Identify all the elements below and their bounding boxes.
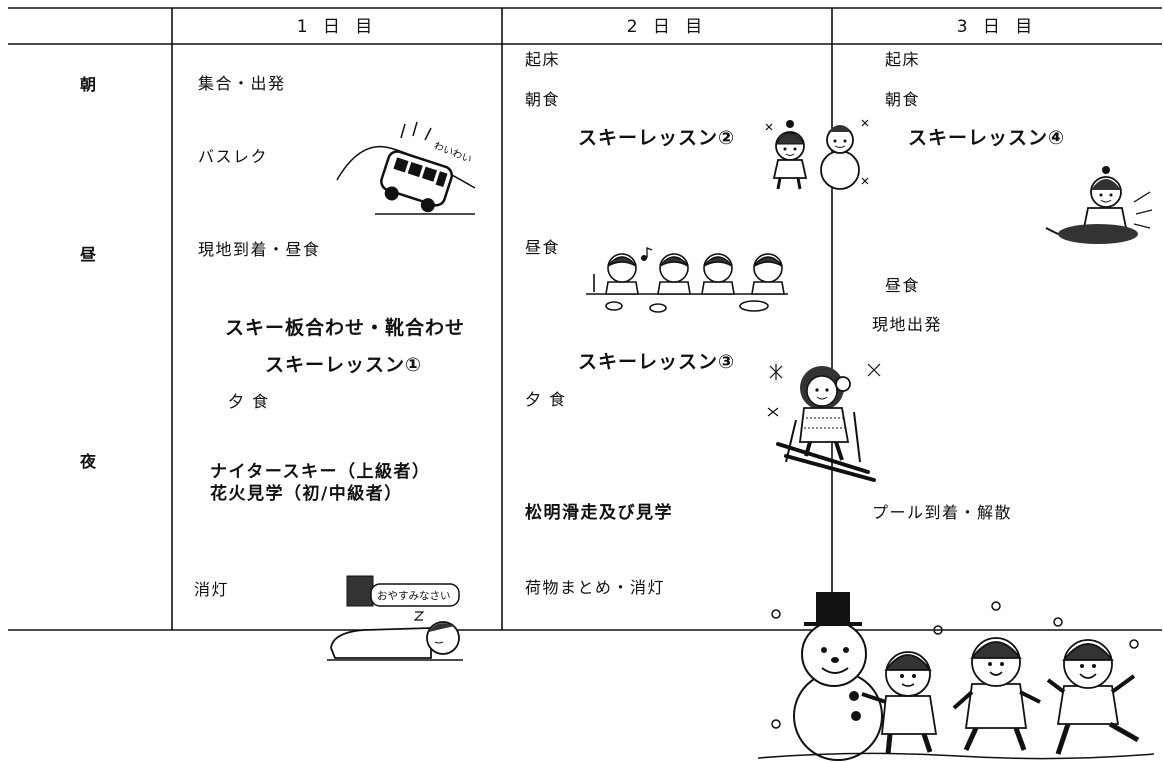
day1-night-ski: ナイタースキー（上級者） (210, 462, 431, 482)
day3-lunch: 昼食 (885, 276, 921, 295)
header-day-1: 1 日 目 (296, 17, 378, 37)
period-night: 夜 (80, 452, 97, 471)
day3-arrive: プール到着・解散 (872, 503, 1013, 522)
sleeping-kid-illustration: おやすみなさい (327, 575, 463, 661)
day1-gather: 集合・出発 (198, 74, 286, 93)
day2-dinner: 夕 食 (525, 390, 567, 409)
day2-ski-lesson-am: スキーレッスン② (578, 127, 736, 149)
bus-caption: わいわい (432, 140, 474, 166)
day3-wake: 起床 (885, 50, 921, 69)
sled-kid-illustration (1045, 166, 1153, 244)
day2-pack: 荷物まとめ・消灯 (525, 578, 666, 597)
kids-lunch-illustration (586, 247, 788, 313)
day1-arrival-lunch: 現地到着・昼食 (198, 240, 321, 259)
day3-breakfast: 朝食 (885, 90, 921, 109)
day1-dinner: 夕 食 (228, 392, 270, 411)
kid-snowman-illustration (765, 119, 869, 190)
day3-depart: 現地出発 (872, 315, 943, 334)
header-day-3: 3 日 目 (956, 17, 1038, 37)
sleep-sign-text: おやすみなさい (377, 590, 451, 602)
period-noon: 昼 (80, 245, 97, 264)
bus-illustration: わいわい (336, 121, 476, 215)
day2-torch-ski: 松明滑走及び見学 (525, 503, 673, 523)
skier-illustration (767, 363, 881, 482)
snowman-kids-illustration (757, 592, 1155, 761)
day2-ski-lesson-pm: スキーレッスン③ (578, 351, 736, 373)
day1-fireworks: 花火見学（初/中級者） (210, 484, 403, 504)
day2-breakfast: 朝食 (525, 90, 561, 109)
day1-fitting: スキー板合わせ・靴合わせ (225, 317, 466, 339)
day2-wake: 起床 (525, 50, 561, 69)
period-morning: 朝 (80, 75, 97, 94)
day1-bus-rec: バスレク (198, 147, 269, 166)
header-day-2: 2 日 目 (626, 17, 708, 37)
day1-ski-lesson: スキーレッスン① (265, 354, 423, 376)
day3-ski-lesson: スキーレッスン④ (908, 127, 1066, 149)
day1-lights-out: 消灯 (194, 580, 230, 599)
day2-lunch: 昼食 (525, 238, 561, 257)
